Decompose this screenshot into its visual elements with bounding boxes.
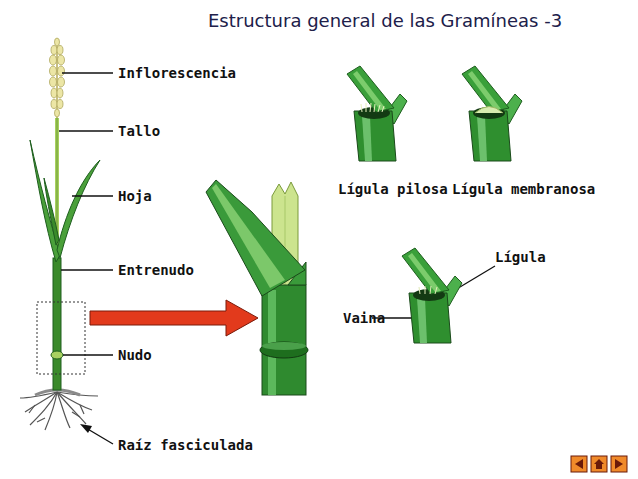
nav-buttons (571, 456, 627, 472)
ligule-hairy (347, 66, 407, 161)
part-label: Lígula (495, 249, 546, 265)
zoom-arrow (90, 300, 258, 336)
soil (35, 390, 80, 395)
ligule-hairs (419, 286, 437, 294)
grass-plant (20, 38, 100, 430)
leaf (57, 160, 100, 258)
ligule-membrane (462, 66, 522, 161)
part-label: Vaina (343, 310, 385, 326)
leader-lines (59, 73, 495, 444)
part-label: Entrenudo (118, 262, 194, 278)
part-label: Lígula membranosa (452, 181, 595, 197)
part-label: Hoja (118, 188, 152, 204)
arrow-head (80, 424, 92, 433)
node-ring (51, 351, 63, 359)
leaf (44, 178, 59, 245)
roots (20, 392, 98, 430)
part-label: Inflorescencia (118, 65, 236, 81)
part-label: Tallo (118, 123, 160, 139)
zoom-box (37, 302, 85, 374)
part-label: Nudo (118, 347, 152, 363)
ligule-view (402, 248, 462, 343)
leaf (30, 140, 60, 262)
sheath (53, 258, 61, 390)
ligule-hairs (361, 103, 384, 112)
part-label: Lígula pilosa (338, 181, 448, 197)
diagram-title: Estructura general de las Gramíneas -3 (208, 10, 562, 31)
inflorescence (50, 38, 65, 118)
membrane (475, 107, 503, 114)
part-label: Raíz fasciculada (118, 437, 253, 453)
enlarged-sheath (206, 180, 308, 395)
